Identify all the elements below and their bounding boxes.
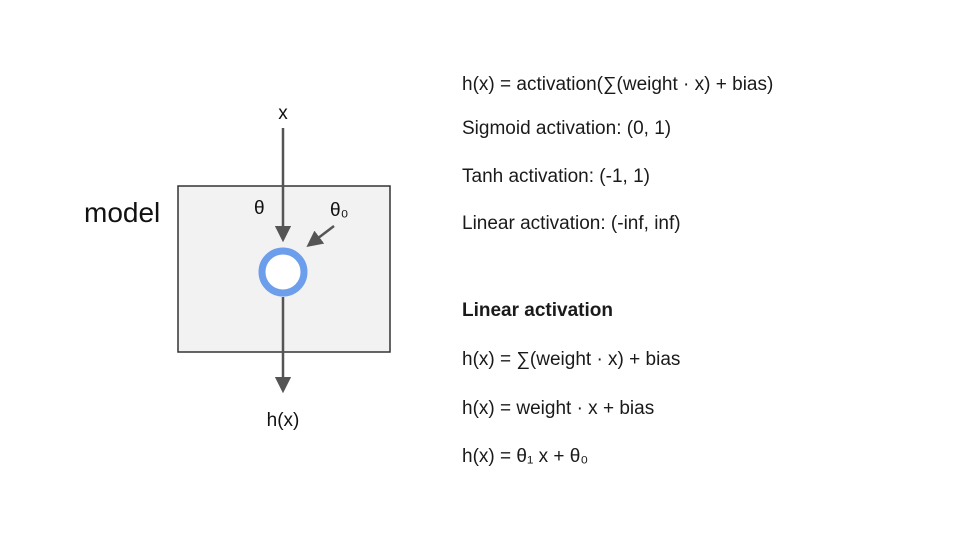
sigmoid-note: Sigmoid activation: (0, 1) bbox=[462, 118, 672, 139]
theta-label: θ bbox=[254, 198, 265, 219]
linear-section-title: Linear activation bbox=[462, 300, 613, 321]
notes-column: h(x) = activation(∑(weight · x) + bias) … bbox=[462, 0, 942, 540]
linear-formula-sum: h(x) = ∑(weight · x) + bias bbox=[462, 349, 681, 370]
neuron-circle bbox=[258, 247, 308, 297]
model-diagram bbox=[177, 128, 391, 394]
input-label: x bbox=[278, 103, 288, 124]
linear-note: Linear activation: (-inf, inf) bbox=[462, 213, 681, 234]
output-label: h(x) bbox=[266, 410, 300, 431]
theta0-label: θ₀ bbox=[330, 200, 349, 221]
tanh-note: Tanh activation: (-1, 1) bbox=[462, 166, 650, 187]
activation-formula: h(x) = activation(∑(weight · x) + bias) bbox=[462, 74, 774, 95]
linear-formula-theta: h(x) = θ₁ x + θ₀ bbox=[462, 446, 589, 467]
bias-arrow bbox=[306, 225, 335, 247]
linear-formula-weight: h(x) = weight · x + bias bbox=[462, 398, 655, 419]
model-label: model bbox=[84, 197, 161, 228]
